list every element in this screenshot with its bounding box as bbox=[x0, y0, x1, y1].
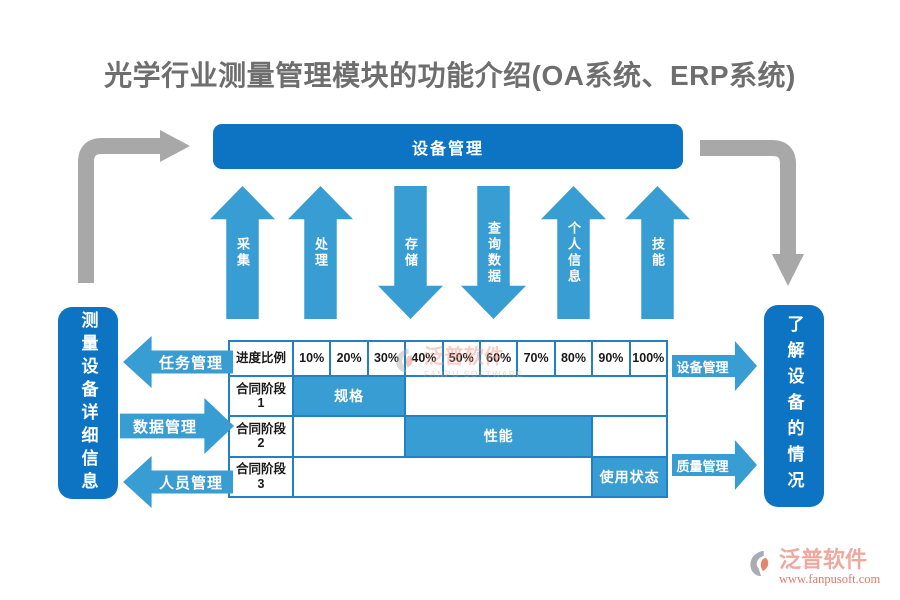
gantt-tick-header: 80% bbox=[555, 342, 592, 375]
gantt-row-label: 合同阶段 1 bbox=[230, 377, 292, 416]
gantt-corner-header: 进度比例 bbox=[230, 342, 292, 375]
gantt-empty-cell bbox=[406, 377, 666, 416]
footer-brand-logo: 泛普软件 www.fanpusoft.com bbox=[748, 549, 880, 587]
gantt-row-label: 合同阶段 3 bbox=[230, 457, 292, 496]
right-arrow-label: 设备管理 bbox=[676, 359, 729, 375]
left-box-measure-device-info: 测量设备详细信息 bbox=[58, 307, 118, 499]
flow-arrow-label: 查询数据 bbox=[486, 220, 501, 285]
gantt-bar-usage-status: 使用状态 bbox=[593, 457, 666, 496]
flow-arrow-label: 技能 bbox=[650, 236, 665, 269]
connector-right-down-icon bbox=[700, 140, 804, 286]
top-banner-device-management: 设备管理 bbox=[213, 124, 683, 169]
progress-gantt-table: 进度比例 10% 20% 30% 40% 50% 60% 70% 80% 90%… bbox=[228, 340, 668, 498]
connector-left-up-right-icon bbox=[78, 130, 190, 283]
right-box-label: 了解设备的情况 bbox=[784, 315, 804, 497]
left-box-label: 测量设备详细信息 bbox=[78, 311, 98, 495]
gantt-empty-cell bbox=[294, 417, 405, 456]
gantt-tick-header: 70% bbox=[518, 342, 554, 375]
gantt-empty-cell bbox=[593, 417, 666, 456]
gantt-tick-header: 20% bbox=[331, 342, 367, 375]
gantt-row-label: 合同阶段 2 bbox=[230, 417, 292, 456]
gantt-tick-header: 100% bbox=[630, 342, 666, 375]
footer-brand-text: 泛普软件 bbox=[779, 547, 868, 572]
right-arrow-label: 质量管理 bbox=[676, 458, 729, 474]
right-box-know-device-status: 了解设备的情况 bbox=[764, 305, 824, 507]
flow-arrow-label: 存储 bbox=[403, 236, 418, 269]
gantt-empty-cell bbox=[294, 457, 592, 496]
flow-arrow-label: 采集 bbox=[235, 236, 250, 269]
gantt-tick-header: 30% bbox=[368, 342, 405, 375]
gantt-tick-header: 10% bbox=[294, 342, 330, 375]
gantt-tick-header: 40% bbox=[406, 342, 442, 375]
fanpu-logo-icon bbox=[750, 550, 769, 577]
flow-arrow-label: 处理 bbox=[313, 236, 328, 269]
footer-url-text: www.fanpusoft.com bbox=[779, 572, 881, 586]
gantt-tick-header: 50% bbox=[443, 342, 479, 375]
left-arrow-label: 人员管理 bbox=[158, 474, 223, 492]
gantt-tick-header: 60% bbox=[481, 342, 517, 375]
gantt-tick-header: 90% bbox=[593, 342, 629, 375]
left-arrow-label: 任务管理 bbox=[158, 354, 223, 372]
flow-arrow-label: 个人信息 bbox=[566, 220, 581, 285]
gantt-bar-performance: 性能 bbox=[406, 417, 592, 456]
gantt-bar-spec: 规格 bbox=[294, 377, 405, 416]
top-banner-label: 设备管理 bbox=[411, 140, 484, 158]
page-title: 光学行业测量管理模块的功能介绍(OA系统、ERP系统) bbox=[104, 60, 796, 91]
left-arrow-label: 数据管理 bbox=[132, 418, 197, 436]
